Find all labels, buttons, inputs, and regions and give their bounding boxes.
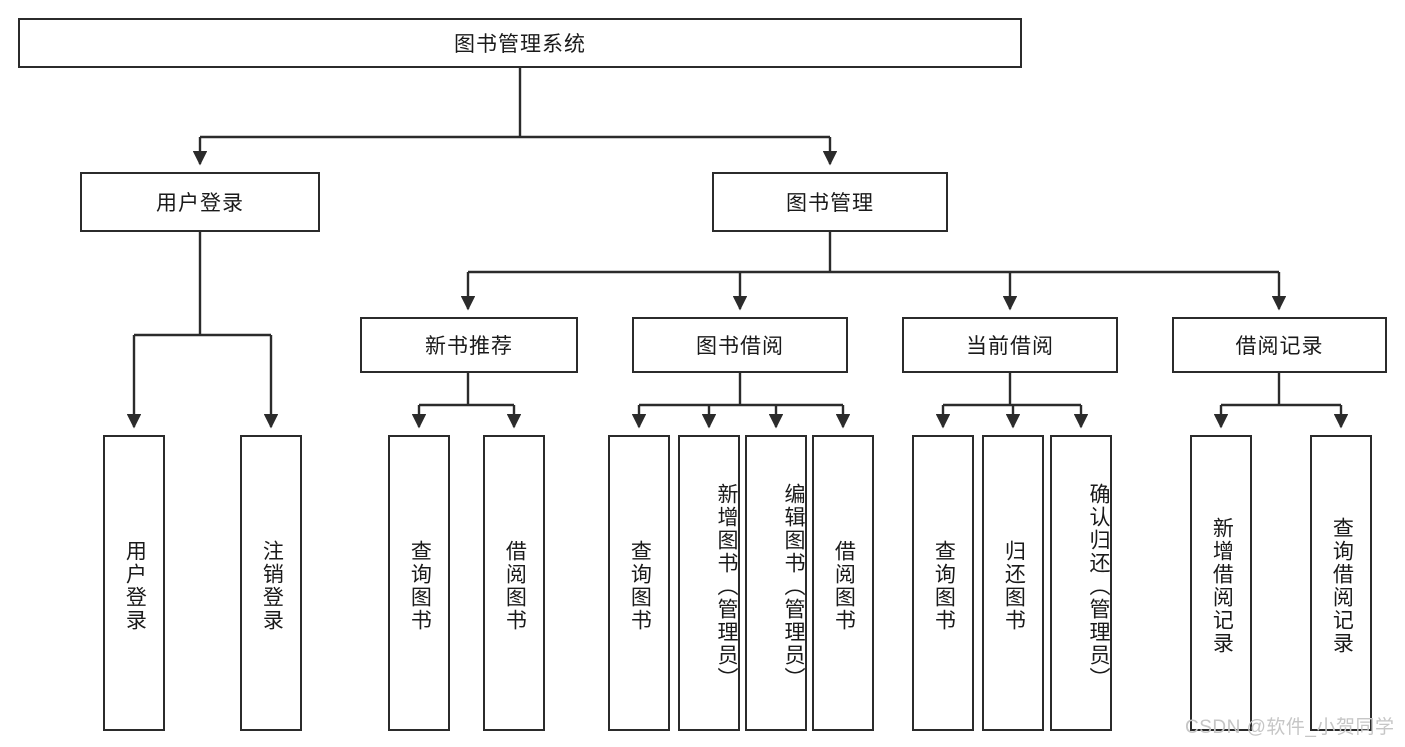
leaf-borrow-book[interactable]: 借阅图书 — [812, 435, 874, 731]
leaf-query-book-current[interactable]: 查询图书 — [912, 435, 974, 731]
leaf-logout[interactable]: 注销登录 — [240, 435, 302, 731]
node-book-borrow[interactable]: 图书借阅 — [632, 317, 848, 373]
leaf-query-book-borrow[interactable]: 查询图书 — [608, 435, 670, 731]
leaf-edit-book-admin[interactable]: 编辑图书（管理员） — [745, 435, 807, 731]
node-current-borrow[interactable]: 当前借阅 — [902, 317, 1118, 373]
leaf-return-book[interactable]: 归还图书 — [982, 435, 1044, 731]
node-borrow-record[interactable]: 借阅记录 — [1172, 317, 1387, 373]
leaf-query-book-recommend[interactable]: 查询图书 — [388, 435, 450, 731]
leaf-query-borrow-record[interactable]: 查询借阅记录 — [1310, 435, 1372, 731]
leaf-confirm-return-admin[interactable]: 确认归还（管理员） — [1050, 435, 1112, 731]
leaf-user-login[interactable]: 用户登录 — [103, 435, 165, 731]
watermark-text: CSDN @软件_小贺同学 — [1185, 717, 1395, 738]
node-new-book-recommend[interactable]: 新书推荐 — [360, 317, 578, 373]
leaf-add-book-admin[interactable]: 新增图书（管理员） — [678, 435, 740, 731]
node-user-login[interactable]: 用户登录 — [80, 172, 320, 232]
node-book-management[interactable]: 图书管理 — [712, 172, 948, 232]
node-root[interactable]: 图书管理系统 — [18, 18, 1022, 68]
leaf-borrow-book-recommend[interactable]: 借阅图书 — [483, 435, 545, 731]
leaf-add-borrow-record[interactable]: 新增借阅记录 — [1190, 435, 1252, 731]
